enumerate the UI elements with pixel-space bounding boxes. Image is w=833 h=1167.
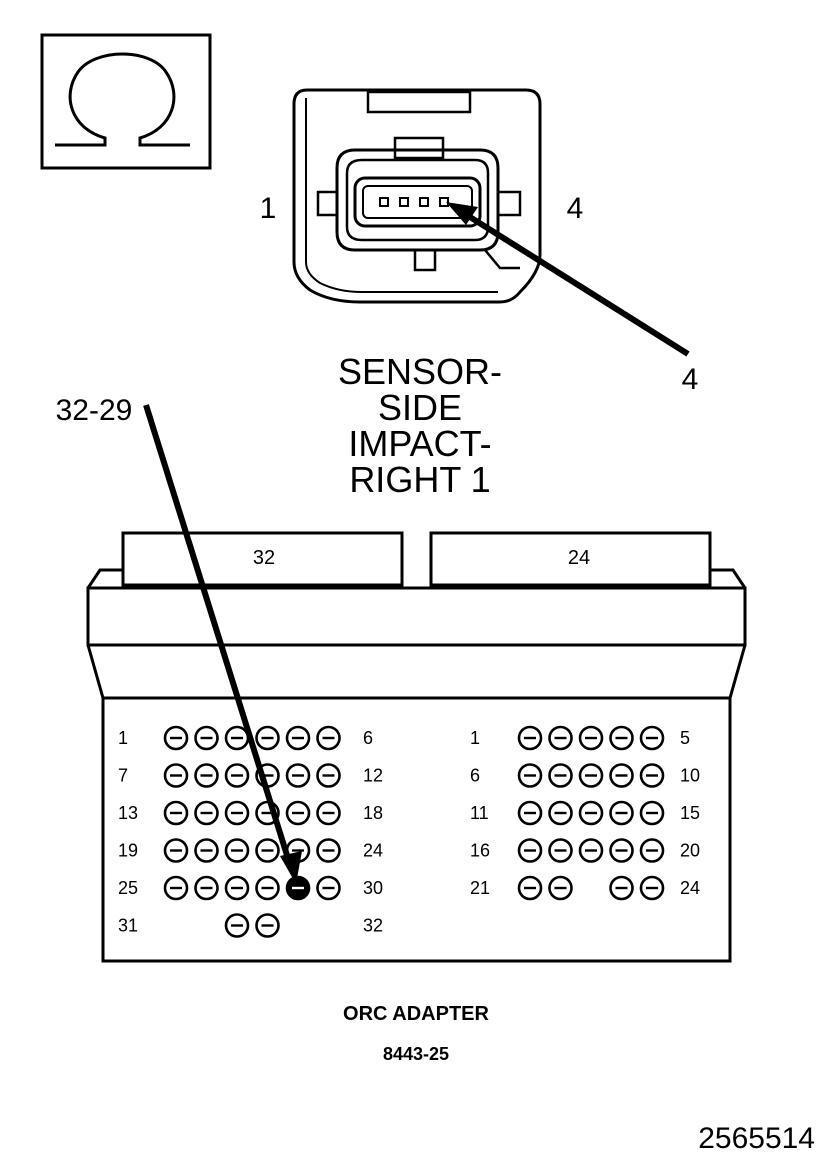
right-block-row-start-label: 16: [470, 841, 490, 861]
component-title: SENSOR- SIDE IMPACT- RIGHT 1: [338, 351, 502, 500]
adapter-callout-arrow: [143, 404, 302, 884]
right-block-row-start-label: 1: [470, 728, 480, 748]
left-pin-block: [163, 725, 341, 938]
left-block-row-start-label: 25: [118, 878, 138, 898]
sensor-callout-arrow: [446, 202, 690, 357]
orc-adapter: [86, 531, 747, 963]
right-block-row-end-label: 20: [680, 841, 700, 861]
right-block-row-end-label: 5: [680, 728, 690, 748]
left-block-row-start-label: 1: [118, 728, 128, 748]
left-block-row-end-label: 18: [363, 803, 383, 823]
sensor-pin-1: [379, 197, 389, 207]
left-block-row-start-label: 19: [118, 841, 138, 861]
adapter-caption: ORC ADAPTER: [343, 1003, 489, 1025]
right-block-row-end-label: 15: [680, 803, 700, 823]
title-line-4: RIGHT 1: [349, 459, 490, 500]
figure-number: 2565514: [698, 1122, 815, 1155]
left-block-row-end-label: 24: [363, 841, 383, 861]
adapter-part-number: 8443-25: [383, 1044, 449, 1064]
right-block-header: 24: [568, 547, 590, 569]
adapter-callout-label: 32-29: [56, 394, 133, 427]
left-block-row-start-label: 7: [118, 766, 128, 786]
sensor-pin-4: [439, 197, 449, 207]
left-block-row-end-label: 12: [363, 766, 383, 786]
sensor-callout-label: 4: [682, 363, 699, 396]
sensor-pin-2: [399, 197, 409, 207]
right-pin-block: [517, 725, 665, 901]
right-block-row-start-label: 6: [470, 766, 480, 786]
left-block-row-start-label: 31: [118, 916, 138, 936]
right-block-row-start-label: 21: [470, 878, 490, 898]
sensor-connector: [292, 88, 542, 304]
right-block-row-end-label: 24: [680, 878, 700, 898]
title-line-2: SIDE: [378, 387, 462, 428]
left-block-row-end-label: 6: [363, 728, 373, 748]
left-block-row-start-label: 13: [118, 803, 138, 823]
pin-4-label: 4: [567, 192, 584, 225]
title-line-1: SENSOR-: [338, 351, 502, 392]
right-block-row-end-label: 10: [680, 766, 700, 786]
ohm-icon: [40, 33, 212, 170]
title-line-3: IMPACT-: [348, 423, 491, 464]
left-block-header: 32: [253, 547, 275, 569]
left-block-row-end-label: 32: [363, 916, 383, 936]
sensor-pin-3: [419, 197, 429, 207]
pin-1-label: 1: [260, 192, 277, 225]
right-block-row-start-label: 11: [470, 803, 489, 823]
left-block-row-end-label: 30: [363, 878, 383, 898]
